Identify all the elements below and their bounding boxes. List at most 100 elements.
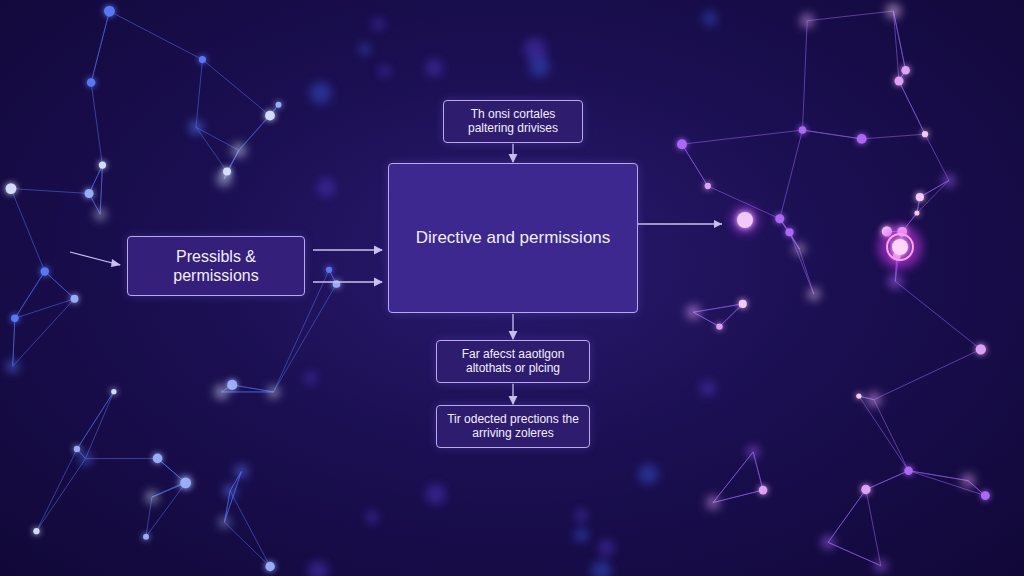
node-label: Tir odected prections the arriving zoler… (447, 412, 579, 441)
network-line (15, 271, 45, 318)
network-dot (87, 78, 96, 87)
bokeh-dot (700, 381, 716, 397)
network-line (874, 349, 981, 399)
network-dot (875, 560, 887, 572)
bokeh-dot (529, 56, 550, 77)
network-dot (153, 454, 163, 464)
network-line (713, 452, 753, 503)
network-dot (224, 485, 237, 498)
bokeh-dot (638, 464, 658, 484)
network-dot (747, 446, 759, 458)
network-line (13, 318, 15, 366)
bokeh-dot (591, 560, 612, 576)
process-box: Directive and permissions (388, 163, 638, 313)
network-dots (6, 4, 990, 576)
network-line (239, 105, 279, 151)
network-line (85, 458, 157, 459)
network-dot (943, 174, 955, 186)
network-line (893, 11, 899, 81)
network-dot (799, 126, 806, 133)
network-dot (268, 386, 280, 398)
glow-node (887, 234, 913, 260)
network-line (91, 11, 109, 82)
network-line (862, 134, 925, 139)
network-dot (41, 267, 49, 275)
network-line (866, 471, 909, 490)
node-label: Directive and permissions (416, 228, 611, 248)
network-dot (916, 193, 924, 201)
network-line (45, 271, 75, 298)
network-dot (333, 280, 341, 288)
network-dot (785, 228, 793, 236)
step-box: Th onsi cortales paltering drivises (443, 100, 583, 143)
network-line (682, 130, 803, 144)
bokeh-dot (426, 484, 446, 504)
network-dot (199, 56, 206, 63)
network-line (146, 483, 186, 537)
network-dot (904, 466, 912, 474)
network-line (828, 490, 866, 543)
network-line (682, 144, 708, 186)
glow-node (731, 206, 759, 234)
network-dot (104, 6, 115, 17)
bokeh-dot (366, 511, 379, 524)
network-line (202, 60, 270, 116)
network-dot (914, 210, 919, 215)
network-dot (71, 295, 79, 303)
bokeh-dot (304, 372, 317, 385)
network-line (36, 449, 76, 531)
network-line (85, 392, 113, 459)
bokeh-dot (702, 11, 717, 26)
network-line (874, 400, 909, 471)
network-dot (739, 300, 747, 308)
network-line (682, 144, 708, 186)
network-line (36, 459, 85, 532)
network-line (925, 134, 949, 180)
output-arrow-head (714, 220, 722, 228)
network-line (196, 127, 227, 171)
arrow-connector (313, 249, 382, 250)
node-label: Pressibls & permissions (138, 247, 294, 285)
network-line (196, 127, 239, 150)
network-dot (7, 360, 19, 372)
bokeh-dot (598, 540, 614, 556)
network-line (802, 21, 807, 130)
arrow-connector (512, 144, 513, 162)
network-line (802, 130, 861, 139)
network-line (713, 490, 763, 503)
bokeh-dot (317, 179, 335, 197)
network-line (222, 391, 274, 392)
network-line (45, 271, 75, 298)
network-line (895, 281, 981, 349)
network-line (232, 385, 273, 392)
network-line (224, 471, 241, 522)
network-dot (6, 183, 17, 194)
node-label: Th onsi cortales paltering drivises (454, 107, 572, 136)
network-dot (276, 102, 282, 108)
network-line (713, 490, 763, 503)
bokeh-dot (379, 65, 391, 77)
network-line (790, 232, 814, 294)
network-line (11, 189, 89, 194)
bokeh-dot (574, 528, 589, 543)
step-box: Tir odected prections the arriving zoler… (436, 405, 590, 448)
network-dot (223, 167, 231, 175)
network-dot (227, 380, 237, 390)
network-line (224, 522, 270, 566)
network-line (780, 130, 803, 219)
network-dot (146, 491, 159, 504)
network-line (274, 284, 337, 392)
network-line (224, 471, 241, 522)
network-dot (79, 453, 91, 465)
network-line (693, 304, 742, 312)
network-dot (901, 66, 910, 75)
network-line (230, 491, 270, 567)
network-line (89, 165, 102, 193)
glow-node (878, 225, 922, 269)
network-dot (265, 111, 275, 121)
glow-node (737, 212, 753, 228)
network-dot (677, 139, 687, 149)
input-arrow-head (111, 259, 121, 267)
network-dot (95, 209, 106, 220)
network-dot (976, 344, 986, 354)
